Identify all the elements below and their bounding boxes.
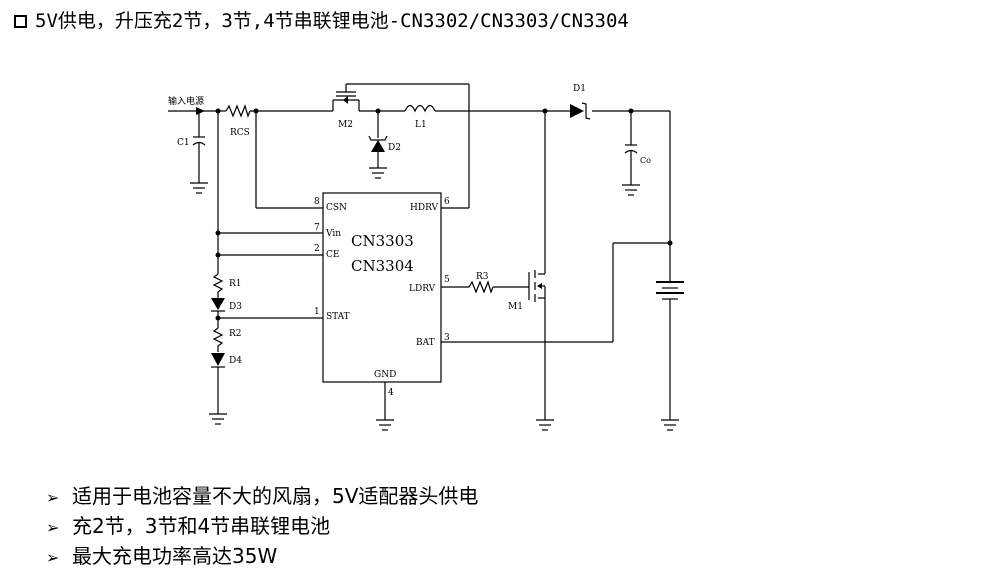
title-square-icon (14, 15, 27, 28)
pin-6-number: 6 (444, 197, 450, 207)
rcs-label: RCS (230, 128, 250, 138)
ground-icon (376, 419, 394, 431)
arrow-bullet-icon: ➢ (46, 518, 60, 537)
r2-label: R2 (229, 329, 242, 339)
pin-hdrv-label: HDRV (410, 203, 439, 213)
ic-wiring (218, 84, 613, 420)
d3-diode (211, 298, 225, 328)
ground-icon (190, 182, 208, 194)
r1-label: R1 (229, 279, 242, 289)
list-item-text: 适用于电池容量不大的风扇，5V适配器头供电 (72, 484, 479, 508)
ic-name-line1: CN3303 (351, 232, 414, 250)
d1-label: D1 (573, 84, 586, 94)
circuit-schematic: 输入电源 RCS C1 M2 (168, 83, 684, 431)
co-capacitor (624, 111, 638, 185)
m2-label: M2 (338, 120, 353, 130)
d4-label: D4 (229, 356, 242, 366)
m1-label: M1 (508, 302, 523, 312)
pin-8-number: 8 (314, 197, 320, 207)
list-item-text: 最大充电功率高达35W (72, 544, 278, 568)
feature-list: ➢ 适用于电池容量不大的风扇，5V适配器头供电 ➢ 充2节，3节和4节串联锂电池 ➢… (46, 482, 478, 572)
pin-ce-label: CE (326, 250, 339, 260)
input-arrow-icon (196, 107, 205, 115)
rcs-resistor (225, 104, 251, 118)
m1-mosfet (493, 270, 545, 302)
ground-icon (661, 419, 679, 431)
ground-icon (209, 413, 227, 425)
list-item: ➢ 充2节，3节和4节串联锂电池 (46, 512, 478, 542)
m2-mosfet (332, 83, 469, 111)
d2-diode (368, 111, 388, 168)
d3-label: D3 (229, 302, 242, 312)
ic-chip-body (322, 192, 442, 383)
pin-gnd-label: GND (374, 370, 396, 380)
l1-label: L1 (415, 120, 427, 130)
d4-diode (211, 353, 225, 414)
r2-resistor (212, 327, 224, 352)
pin-7-number: 7 (314, 223, 320, 233)
pin-bat-label: BAT (416, 338, 435, 348)
list-item-text: 充2节，3节和4节串联锂电池 (72, 514, 331, 538)
co-label: Co (640, 156, 651, 165)
c1-label: C1 (177, 138, 190, 148)
d2-label: D2 (388, 143, 401, 153)
slide-title-text: 5V供电，升压充2节，3节,4节串联锂电池-CN3302/CN3303/CN33… (35, 10, 629, 32)
d1-diode (570, 102, 591, 120)
battery-icon (656, 281, 684, 300)
pin-1-number: 1 (314, 307, 320, 317)
pin-stat-label: STAT (326, 312, 350, 322)
junction-dots (215, 108, 673, 321)
arrow-bullet-icon: ➢ (46, 548, 60, 567)
r3-label: R3 (476, 272, 489, 282)
ic-name-line2: CN3304 (351, 257, 414, 275)
arrow-bullet-icon: ➢ (46, 488, 60, 507)
pin-3-number: 3 (444, 333, 450, 343)
list-item: ➢ 最大充电功率高达35W (46, 542, 478, 572)
r1-resistor (212, 273, 224, 298)
pin-ldrv-label: LDRV (409, 284, 436, 294)
c1-capacitor (192, 111, 206, 183)
pin-4-number: 4 (388, 388, 394, 398)
pin-vin-label: Vin (325, 229, 341, 239)
r3-resistor (441, 280, 494, 294)
ground-icon (536, 419, 554, 431)
ground-icon (369, 167, 387, 179)
slide-title: 5V供电，升压充2节，3节,4节串联锂电池-CN3302/CN3303/CN33… (14, 8, 629, 34)
list-item: ➢ 适用于电池容量不大的风扇，5V适配器头供电 (46, 482, 478, 512)
pin-csn-label: CSN (326, 203, 347, 213)
ground-icon (622, 184, 640, 196)
pin-2-number: 2 (314, 244, 320, 254)
l1-inductor (404, 104, 436, 113)
input-label: 输入电源 (168, 95, 204, 107)
pin-5-number: 5 (444, 275, 450, 285)
